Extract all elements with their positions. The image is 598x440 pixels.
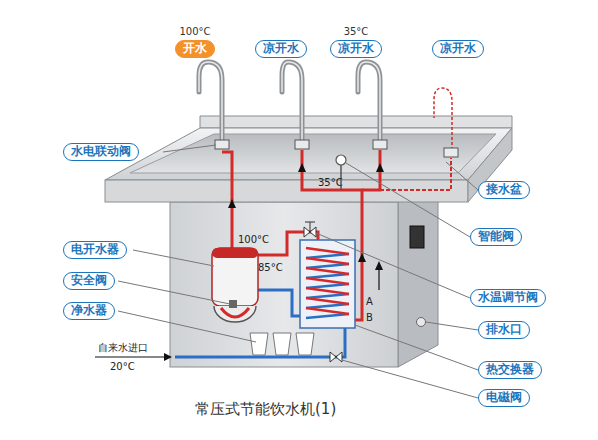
leader-line	[163, 145, 216, 152]
callout-text: 安全阀	[71, 273, 107, 288]
flow-arrow-shaft	[378, 270, 379, 290]
callout-text: 凉开水	[263, 41, 299, 56]
hidden-faucet	[434, 88, 452, 150]
temperature-heading: 100°C	[166, 26, 224, 38]
callout-pill: 安全阀	[63, 272, 115, 290]
sink-basin	[130, 134, 496, 173]
temperature-heading: 35°C	[321, 26, 391, 38]
hot-pipe	[222, 152, 232, 248]
leader-line	[355, 325, 478, 370]
filter	[273, 333, 291, 355]
faucet-highlight	[282, 62, 302, 142]
heat-exchanger	[300, 240, 355, 328]
drain-outlet	[417, 318, 426, 327]
faucet	[199, 62, 222, 142]
faucet-highlight	[358, 62, 380, 142]
flow-arrow	[228, 199, 236, 208]
sink-backsplash	[200, 116, 512, 128]
flow-arrow	[358, 253, 366, 262]
faucet	[282, 62, 302, 142]
inlet-arrowhead	[164, 353, 172, 361]
cabinet-front	[170, 202, 398, 367]
leader-line	[346, 163, 470, 237]
linkage-valve	[295, 140, 309, 149]
flow-arrow	[375, 261, 383, 270]
callout-text: 智能阀	[478, 229, 514, 244]
callout-pill: 电开水器	[63, 241, 127, 259]
leader-line	[316, 233, 470, 298]
boiler-cap	[212, 248, 258, 258]
callout-pill: 35°C凉开水	[330, 40, 382, 58]
filter	[250, 333, 268, 355]
linkage-valve	[215, 140, 229, 149]
callout-text: 排水口	[486, 322, 522, 337]
callout-pill: 净水器	[63, 302, 115, 320]
callout-text: 水电联动阀	[71, 144, 131, 159]
flow-arrow	[298, 163, 306, 172]
linkage-valve	[373, 140, 387, 149]
callout-pill: 凉开水	[432, 40, 484, 58]
faucet-highlight	[199, 62, 222, 142]
warm-pipe	[380, 158, 451, 190]
flow-arrow	[376, 163, 384, 172]
cold-pipe	[175, 328, 345, 357]
caption: 常压式节能饮水机(1)	[195, 400, 336, 418]
cold-pipe	[258, 290, 302, 316]
coil-front	[306, 248, 349, 314]
callout-pill: 排水口	[478, 321, 530, 339]
valve-handle	[305, 222, 315, 232]
callout-text: 水温调节阀	[478, 290, 538, 305]
safety-valve	[229, 300, 237, 308]
inlet-arrow	[95, 356, 166, 357]
leader-line	[118, 281, 230, 304]
callout-text: 凉开水	[440, 41, 476, 56]
callout-pill: 水电联动阀	[63, 143, 139, 161]
part-label: B	[366, 312, 373, 324]
callout-text: 接水盆	[486, 182, 522, 197]
filter	[296, 333, 314, 355]
callout-pill: 100°C开水	[175, 40, 215, 58]
linkage-valve	[444, 148, 458, 157]
callout-text: 电磁阀	[486, 390, 522, 405]
part-label: 100°C	[238, 234, 269, 246]
leader-line	[118, 311, 256, 342]
part-label: 自来水进口	[98, 342, 148, 354]
cabinet-side	[398, 182, 438, 367]
faucet	[358, 62, 380, 142]
part-label: 85°C	[258, 262, 283, 274]
callout-pill: 凉开水	[255, 40, 307, 58]
leader-line	[133, 250, 214, 266]
callout-text: 凉开水	[338, 41, 374, 56]
sink-top	[105, 128, 512, 180]
callout-pill: 智能阀	[470, 228, 522, 246]
part-label: 20°C	[110, 361, 135, 373]
control-box	[410, 226, 424, 248]
callout-pill: 热交换器	[478, 361, 542, 379]
smart-valve	[336, 155, 346, 165]
solenoid-valve	[330, 352, 342, 362]
callout-text: 电开水器	[71, 242, 119, 257]
leader-line	[426, 322, 478, 330]
leader-line	[446, 162, 478, 190]
heater-base	[214, 306, 256, 322]
callout-text: 净水器	[71, 303, 107, 318]
part-label: 35°C	[318, 177, 343, 189]
boiler	[212, 248, 258, 306]
part-label: A	[366, 296, 373, 308]
callout-text: 开水	[183, 41, 207, 56]
leader-line	[342, 360, 478, 398]
callout-pill: 接水盆	[478, 181, 530, 199]
callout-pill: 水温调节阀	[470, 289, 546, 307]
heating-element	[221, 308, 249, 317]
callout-text: 热交换器	[486, 362, 534, 377]
callout-pill: 电磁阀	[478, 389, 530, 407]
